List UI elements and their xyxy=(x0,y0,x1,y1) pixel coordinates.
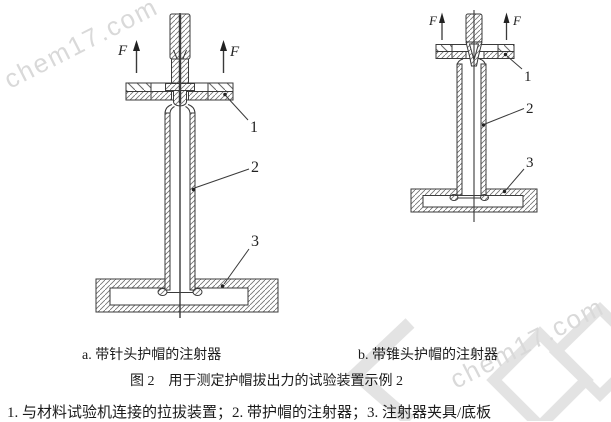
leader-dot-2-b xyxy=(481,123,486,127)
force-label-right-a: F xyxy=(229,44,240,60)
leader-lines-b xyxy=(481,52,525,194)
leader-dot-3-a xyxy=(220,284,225,288)
watermark-diamond-shape-right xyxy=(548,302,611,402)
flange-foot-left-a xyxy=(157,288,168,296)
part-label-2-b: 2 xyxy=(526,101,534,117)
diagram-b xyxy=(410,10,538,222)
force-label-left-a: F xyxy=(117,43,128,59)
flange-foot-right-a xyxy=(192,288,203,296)
part-label-1-a: 1 xyxy=(250,119,258,136)
figure-title: 图 2 用于测定护帽拔出力的试验装置示例 2 xyxy=(130,374,403,389)
force-label-left-b: F xyxy=(428,13,438,28)
syringe-barrel-b xyxy=(449,58,489,201)
leader-lines-a xyxy=(191,92,250,288)
subcaption-a: a. 带针头护帽的注射器 xyxy=(82,348,222,363)
leader-dot-3-b xyxy=(502,189,507,194)
diagram-a xyxy=(95,13,279,318)
part-label-2-a: 2 xyxy=(251,159,259,176)
force-arrow-left-b xyxy=(439,12,445,40)
flange-foot-left-b xyxy=(449,194,459,201)
leader-dot-2-a xyxy=(191,187,196,192)
force-arrow-right-a xyxy=(220,40,227,73)
subcaption-b: b. 带锥头护帽的注射器 xyxy=(358,348,498,363)
leader-dot-1-b xyxy=(503,52,508,57)
force-label-right-b: F xyxy=(512,13,522,28)
part-label-3-a: 3 xyxy=(251,233,259,250)
flange-foot-right-b xyxy=(480,194,489,201)
force-arrow-left-a xyxy=(133,40,140,73)
watermark-chevron-shape xyxy=(346,318,415,421)
figure-legend: 1. 与材料试验机连接的拉拔装置；2. 带护帽的注射器；3. 注射器夹具/底板 xyxy=(7,405,492,421)
part-label-3-b: 3 xyxy=(526,155,534,171)
part-label-1-b: 1 xyxy=(524,69,532,85)
leader-dot-1-a xyxy=(223,92,227,97)
force-arrow-right-b xyxy=(503,12,510,40)
